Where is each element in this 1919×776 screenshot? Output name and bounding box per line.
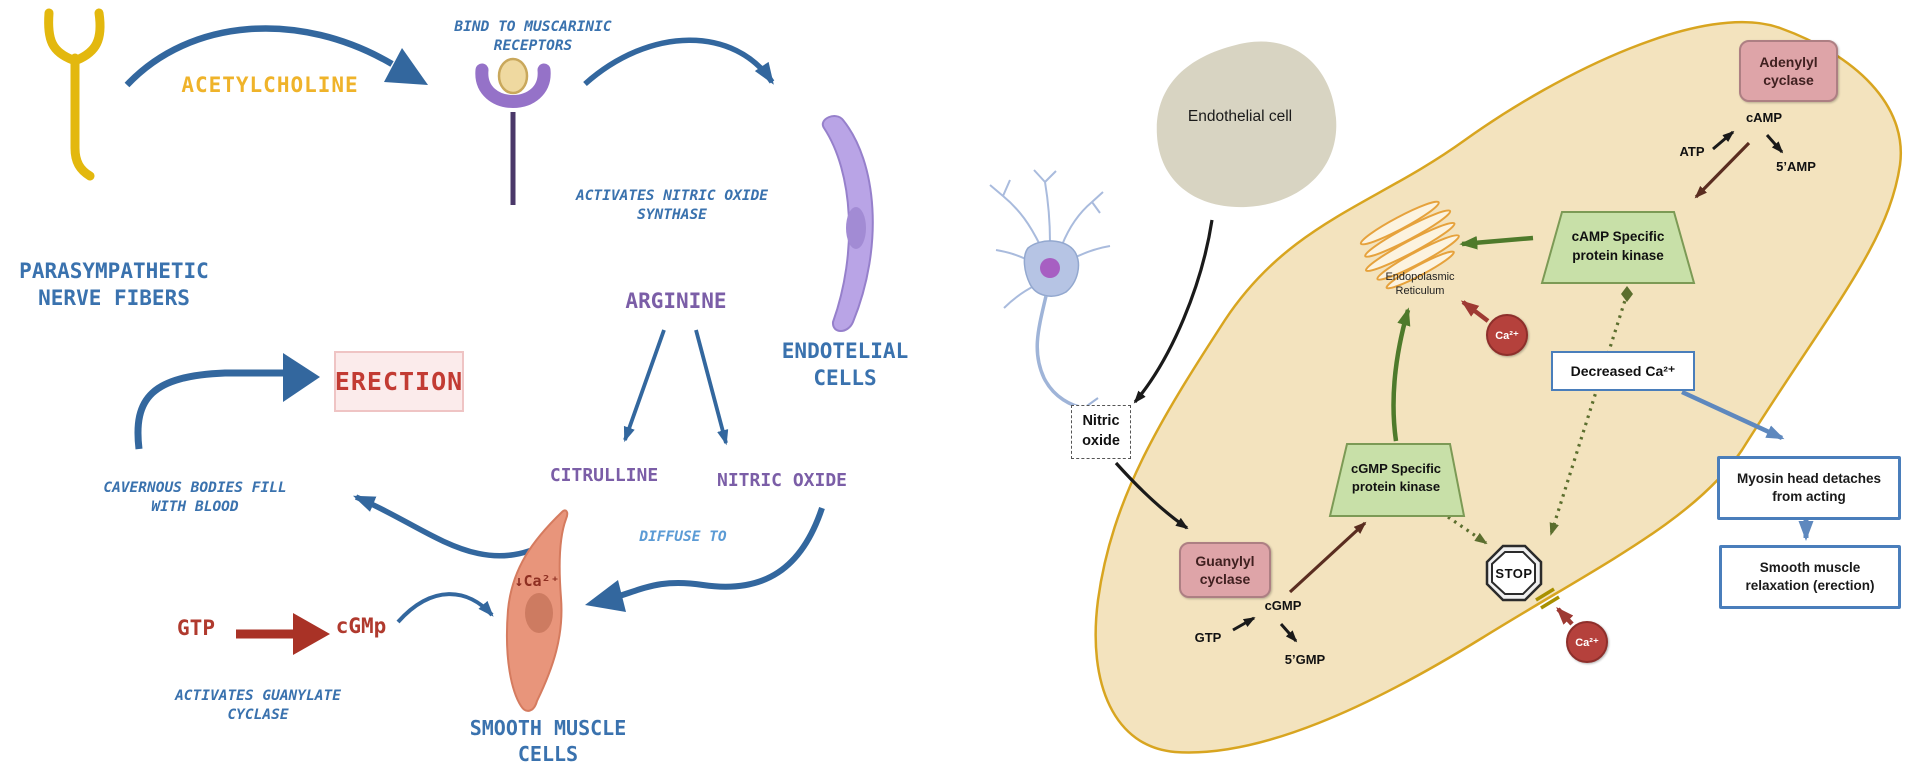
endothelial-cell-icon — [821, 115, 874, 332]
adenylyl-cyclase-box: Adenylyl cyclase — [1739, 40, 1838, 102]
smooth-muscle-membrane — [1094, 20, 1903, 754]
no-to-guanylyl-arrow — [1114, 461, 1189, 530]
nitric-oxide-label: NITRIC OXIDE — [716, 470, 848, 491]
acetylcholine-arrow — [124, 25, 428, 88]
gtp-to-cgmp-arrow — [236, 613, 330, 655]
stop-label: STOP — [1495, 566, 1533, 581]
metabolic-arrows — [1232, 130, 1784, 643]
camp-kinase-shape — [1540, 211, 1696, 284]
endothelial-cells-label: ENDOTELIAL CELLS — [781, 339, 909, 391]
dashed-arrow-diamond — [1621, 286, 1633, 302]
cavernous-label: CAVERNOUS BODIES FILL WITH BLOOD — [103, 480, 287, 515]
camp-to-kinase-arrow — [1694, 141, 1751, 199]
cgmp-label: cGMp — [335, 614, 387, 638]
decreased-ca-to-myosin-arrow — [1681, 389, 1785, 441]
calcium-outer-badge: Ca²⁺ — [1566, 621, 1608, 663]
cgmp-to-cell-arrow — [396, 592, 494, 624]
cell-to-cavernous-arrow — [352, 494, 555, 559]
nerve-to-erection-arrow — [134, 353, 320, 450]
camp-kinase-to-er-arrow — [1459, 235, 1534, 250]
inhibition-bars — [1535, 587, 1560, 610]
nitric-oxide-box: Nitric oxide — [1071, 405, 1131, 459]
erection-box: ERECTION — [334, 351, 464, 412]
decreased-ca-box: Decreased Ca²⁺ — [1551, 351, 1695, 391]
cgmp-to-kinase-arrow — [1288, 521, 1367, 594]
cgmp2-label: cGMP — [1264, 598, 1302, 613]
blob-to-no-arrow — [1133, 219, 1214, 404]
gtp-label: GTP — [177, 616, 215, 640]
endothelial-nucleus — [846, 207, 866, 249]
arginine-split-arrows — [623, 329, 729, 446]
five-gmp-label: 5’GMP — [1284, 652, 1326, 667]
dashed-inhibition-arrows — [1447, 293, 1629, 545]
myosin-box: Myosin head detaches from acting — [1717, 456, 1901, 520]
calcium-decrease-label: ↓Ca²⁺ — [514, 572, 560, 590]
arginine-label: ARGININE — [625, 289, 727, 313]
bind-muscarinic-label: BIND TO MUSCARINIC RECEPTORS — [454, 19, 612, 54]
activates-gc-label: ACTIVATES GUANYLATE CYCLASE — [175, 688, 341, 723]
smooth-muscle-label: SMOOTH MUSCLE CELLS — [469, 716, 627, 766]
neuron-nucleus — [1040, 258, 1060, 278]
endothelial-cell-label: Endothelial cell — [1187, 108, 1293, 125]
endothelial-blob — [1156, 41, 1337, 208]
nerve-fiber-icon — [44, 8, 105, 181]
camp-kinase-label: cAMP Specific protein kinase — [1571, 229, 1665, 263]
cgmp-kinase-to-er-arrow — [1391, 307, 1411, 442]
atp-label: ATP — [1679, 144, 1705, 159]
parasympathetic-label: PARASYMPATHETIC NERVE FIBERS — [19, 259, 209, 311]
receptor-to-endothelial-arrow — [583, 37, 775, 87]
cgmp-kinase-label: cGMP Specific protein kinase — [1350, 461, 1442, 495]
calcium-inner-badge: Ca²⁺ — [1486, 314, 1528, 356]
diffuse-to-label: DIFFUSE TO — [639, 529, 727, 545]
gtp2-label: GTP — [1194, 630, 1222, 645]
endoplasmic-reticulum-icon — [1359, 200, 1460, 290]
citrulline-label: CITRULLINE — [549, 465, 659, 486]
ca-outer-blocked-arrow — [1556, 607, 1574, 626]
nitric-oxide-to-cell-arrow — [585, 507, 825, 612]
camp-label: cAMP — [1745, 110, 1783, 125]
relaxation-box: Smooth muscle relaxation (erection) — [1719, 545, 1901, 609]
five-amp-label: 5’AMP — [1776, 159, 1816, 174]
er-label: Endopolasmic Reticulum — [1385, 271, 1455, 298]
stop-sign — [1485, 544, 1543, 602]
acetylcholine-label: ACETYLCHOLINE — [181, 73, 359, 97]
neuron-icon — [989, 169, 1111, 423]
smooth-muscle-cell-icon — [505, 509, 569, 712]
guanylyl-cyclase-box: Guanylyl cyclase — [1179, 542, 1271, 598]
smooth-muscle-nucleus — [525, 593, 553, 633]
cgmp-kinase-shape — [1328, 443, 1466, 517]
ca-inner-to-er-arrow — [1460, 300, 1490, 323]
activates-nos-label: ACTIVATES NITRIC OXIDE SYNTHASE — [575, 188, 769, 223]
muscarinic-receptor-icon — [475, 57, 551, 205]
